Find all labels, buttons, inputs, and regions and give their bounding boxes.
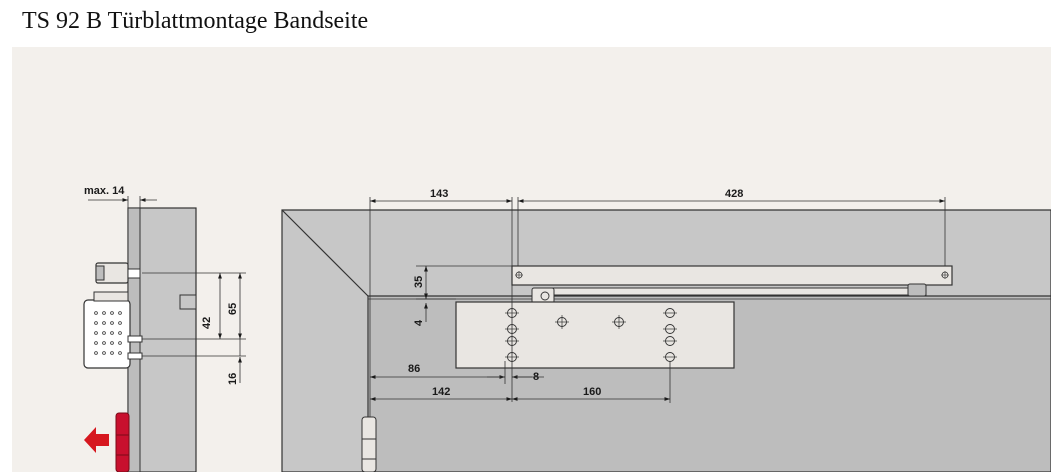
closer-unit bbox=[455, 301, 735, 369]
dim-160: 160 bbox=[583, 386, 601, 398]
dim-42: 42 bbox=[201, 317, 213, 329]
dim-65: 65 bbox=[227, 303, 239, 315]
hinge-pin bbox=[361, 416, 377, 472]
closer-body bbox=[83, 299, 131, 369]
dim-143: 143 bbox=[430, 188, 448, 200]
slide-rail bbox=[511, 265, 953, 286]
frame-step bbox=[179, 294, 197, 310]
elevation-view: 143 428 35 4 86 8 142 160 bbox=[281, 188, 1051, 472]
dim-16: 16 bbox=[227, 373, 239, 385]
arrow-left-icon bbox=[84, 427, 109, 453]
page-title: TS 92 B Türblattmontage Bandseite bbox=[22, 8, 369, 34]
mounting-diagram: max. 14 42 65 16 bbox=[12, 47, 1051, 472]
dim-35: 35 bbox=[413, 276, 425, 288]
dim-142: 142 bbox=[432, 386, 450, 398]
section-view: max. 14 42 65 16 bbox=[83, 185, 246, 472]
dim-86: 86 bbox=[408, 363, 420, 375]
hinge bbox=[115, 412, 130, 472]
dim-4: 4 bbox=[413, 319, 425, 326]
closer-dot-grid bbox=[94, 311, 122, 355]
dim-8: 8 bbox=[533, 371, 539, 383]
dim-max14: max. 14 bbox=[84, 185, 125, 197]
closer-arm bbox=[539, 287, 927, 296]
dim-428: 428 bbox=[725, 188, 743, 200]
